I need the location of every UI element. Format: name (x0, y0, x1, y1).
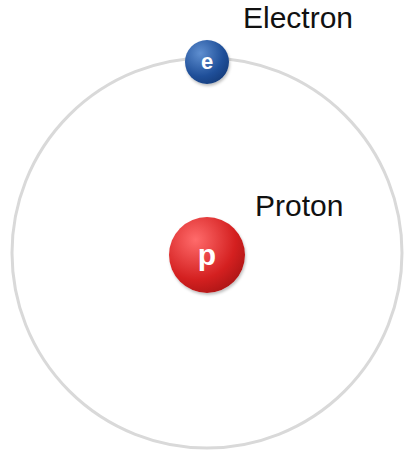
particle-symbol: e (201, 51, 213, 73)
orbit-ring (12, 58, 402, 448)
particle-symbol: p (198, 240, 216, 270)
electron-ball: eElectron (185, 40, 229, 84)
particle-label: Proton (255, 191, 343, 221)
proton-ball: pProton (169, 217, 245, 293)
particle-label: Electron (243, 3, 353, 33)
